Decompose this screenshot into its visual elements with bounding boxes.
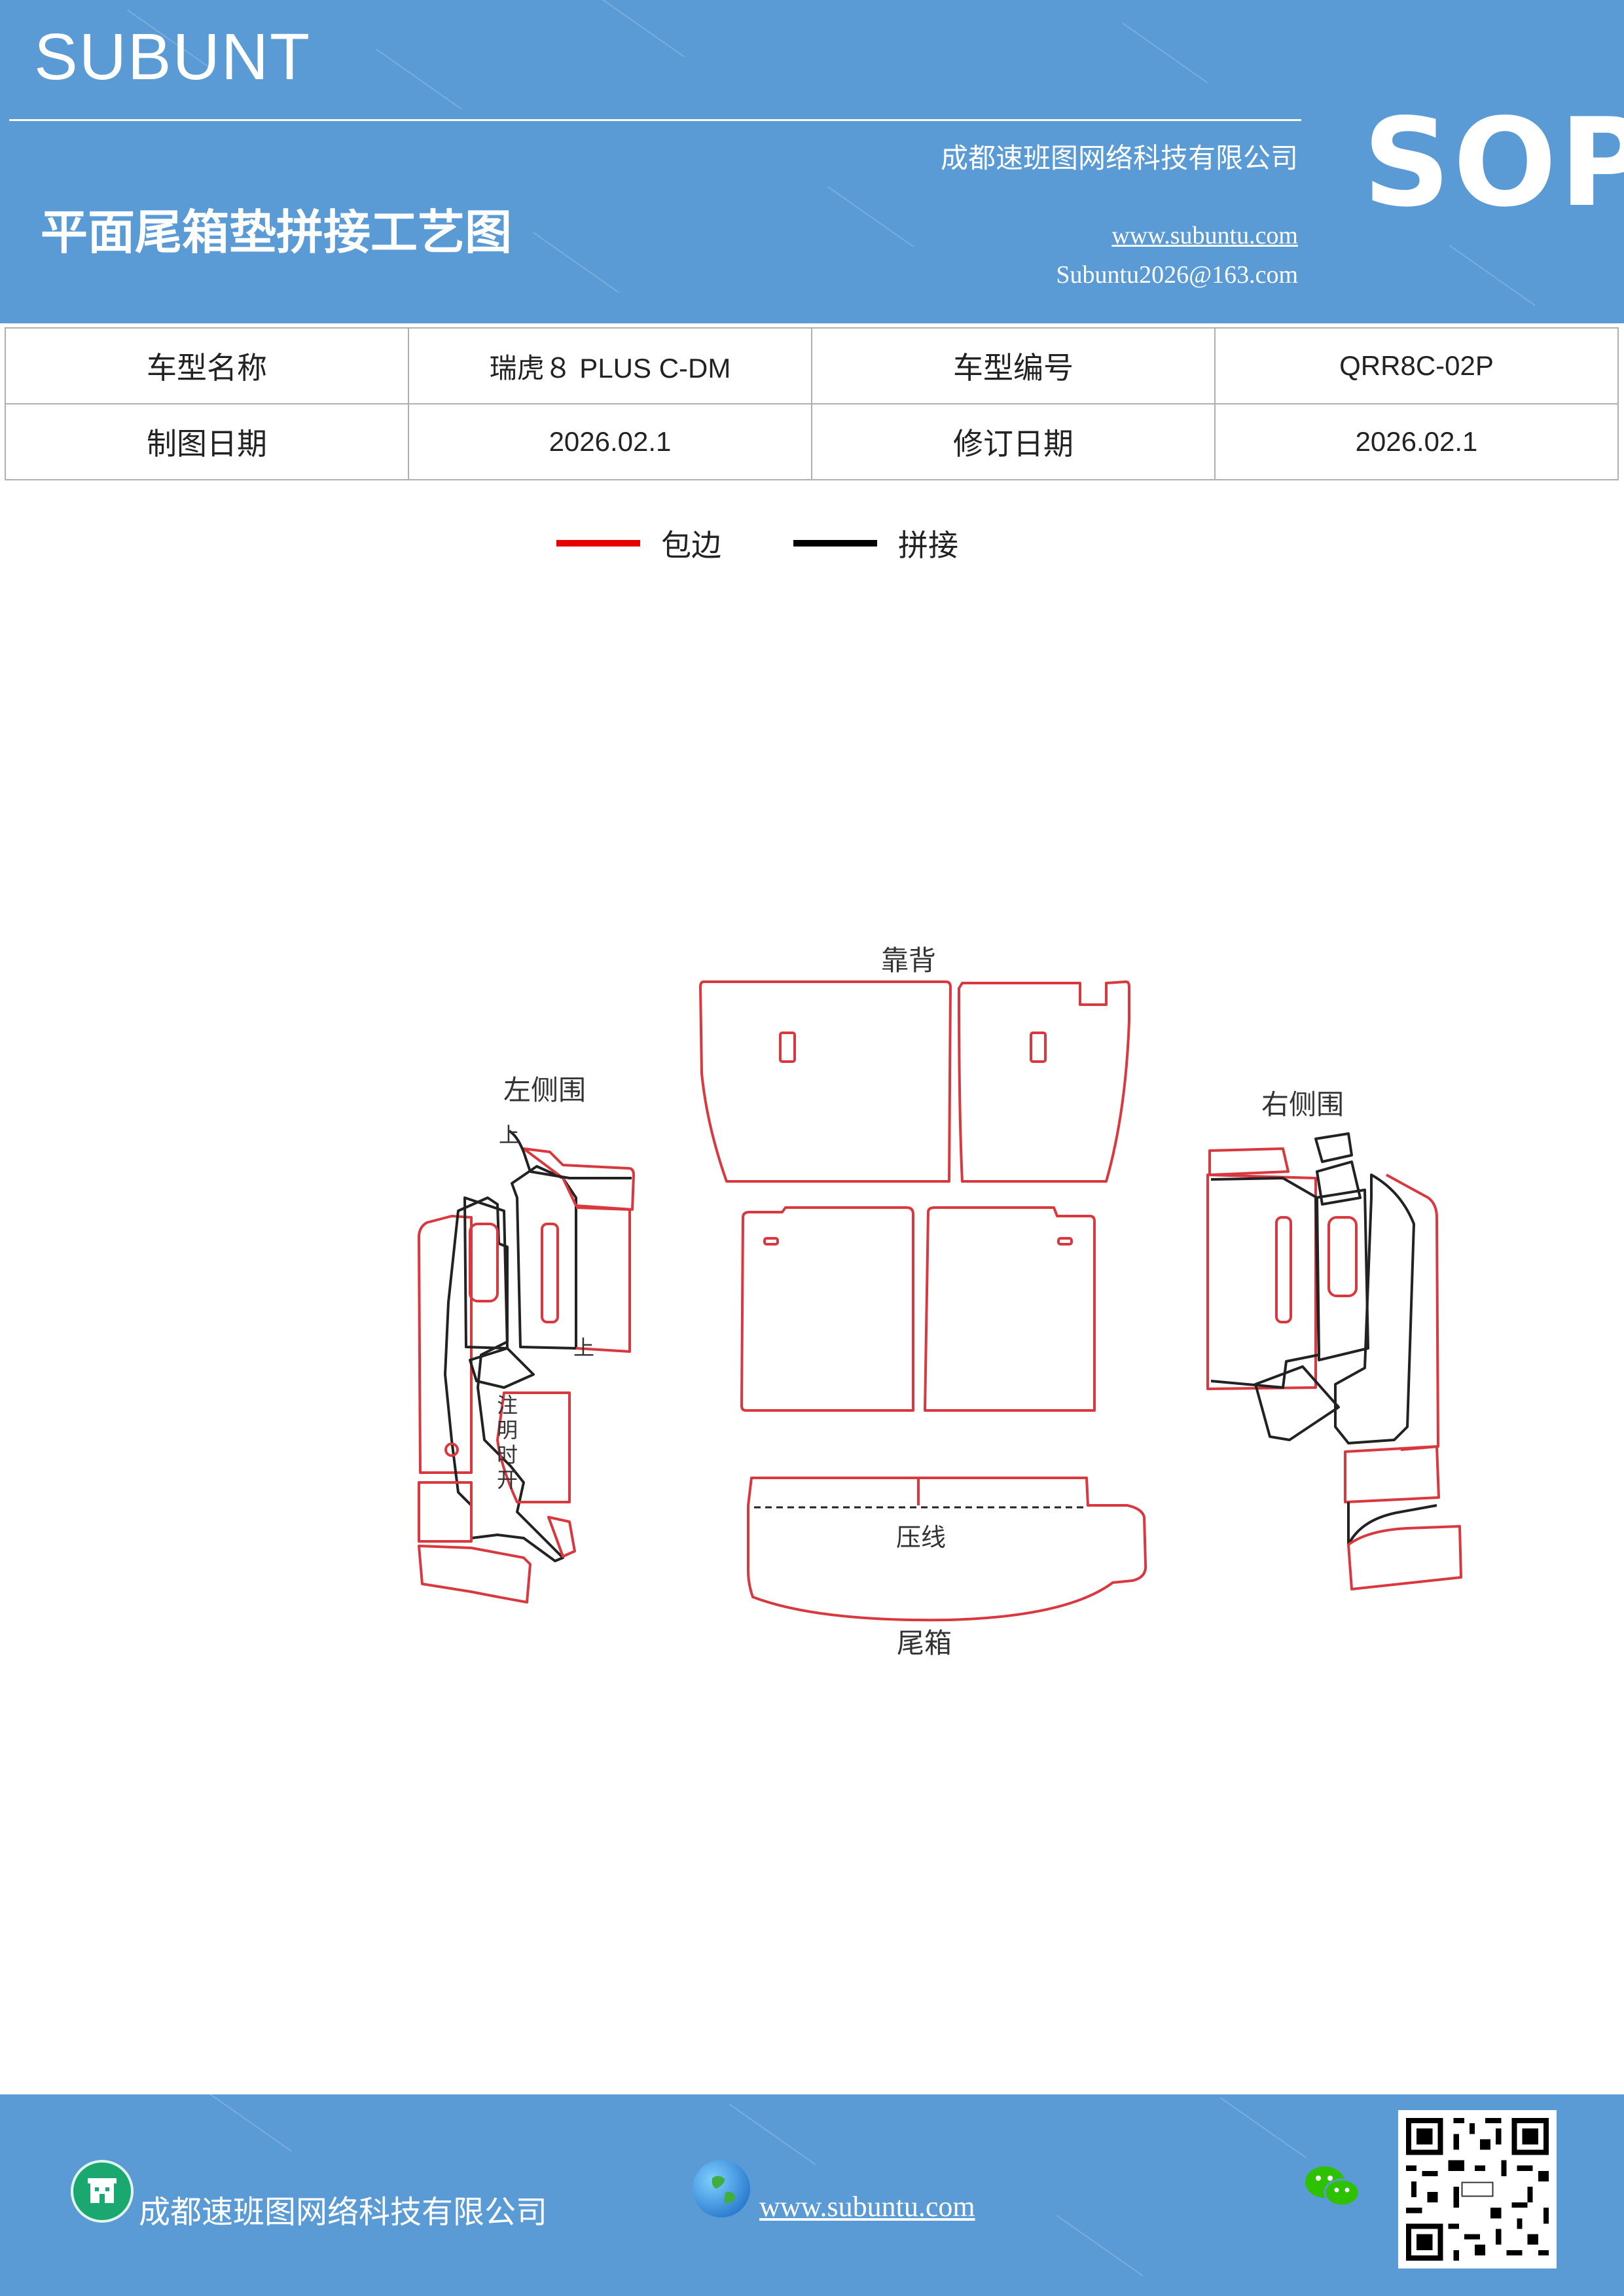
website-link[interactable]: www.subuntu.com [1111,222,1298,249]
label-up-bottom: 上 [573,1335,594,1360]
value-drawing-date: 2026.02.1 [408,403,812,480]
email-address[interactable]: Subuntu2026@163.com [1056,261,1298,289]
right-side-frame [1210,1177,1320,1389]
watermark [532,232,620,293]
trunk-mat-diagram: 靠背 左侧围 右侧围 尾箱 压线 上 上 注 明 时 开 [418,944,1462,1659]
table-row: 制图日期 2026.02.1 修订日期 2026.02.1 [5,403,1619,480]
label-revision-date: 修订日期 [811,403,1216,480]
label-up-top: 上 [499,1122,520,1147]
header-banner: SUBUNT SOP 成都速班图网络科技有限公司 平面尾箱垫拼接工艺图 www.… [0,0,1624,323]
footer-website-link[interactable]: www.subuntu.com [759,2191,975,2223]
label-crease: 压线 [896,1523,946,1552]
legend: 包边 拼接 [556,524,1030,563]
qr-code[interactable] [1398,2110,1557,2269]
label-model-code: 车型编号 [811,327,1216,404]
watermark [205,2094,293,2152]
right-side-top-clip [1314,1132,1353,1163]
legend-swatch-black [793,540,877,547]
right-side-window-slot [1327,1216,1358,1297]
note-char: 开 [497,1467,518,1492]
right-side-window-panel [1314,1189,1369,1361]
building-icon [71,2160,134,2223]
legend-label: 包边 [661,528,721,563]
left-side-upper-panel [511,1165,577,1350]
value-model-code: QRR8C-02P [1214,327,1619,404]
left-side-corner-clip [547,1516,576,1558]
left-side-bottom-strip [418,1481,473,1543]
left-side-window-slot [469,1223,499,1302]
value-revision-date: 2026.02.1 [1214,403,1619,480]
label-left-side: 左侧围 [503,1074,586,1106]
middle-left-panel [740,1206,914,1412]
label-drawing-date: 制图日期 [5,403,409,480]
trunk-panel [747,1477,1147,1622]
note-char: 时 [497,1443,518,1467]
header-divider [9,119,1301,121]
left-side-small-tab [469,1347,535,1389]
left-side-upper-slot [541,1223,559,1323]
left-side-top-inner [508,1130,632,1179]
label-right-side: 右侧围 [1261,1088,1344,1121]
left-side-foot [418,1545,532,1604]
legend-item-edge: 包边 [556,522,721,565]
backrest-left-panel [699,980,952,1183]
left-side-hole [444,1443,459,1457]
globe-icon [693,2160,750,2217]
watermark [1219,2097,1307,2159]
backrest-right-panel [958,980,1130,1183]
left-side-right-panel [575,1206,631,1353]
label-model-name: 车型名称 [5,327,409,404]
vehicle-info-table: 车型名称 瑞虎８ PLUS C-DM 车型编号 QRR8C-02P 制图日期 2… [5,327,1619,480]
watermark [827,186,914,247]
middle-left-notch [763,1237,779,1246]
backrest-left-slot [779,1031,796,1063]
backrest-right-slot [1030,1031,1047,1063]
right-side-outer-edge [1386,1174,1439,1451]
sop-label: SOP [1363,92,1624,234]
right-side-large-slot [1275,1216,1292,1323]
note-char: 注 [497,1393,518,1418]
watermark [598,0,685,58]
watermark [1121,22,1209,84]
legend-swatch-red [556,540,640,547]
footer-company-name: 成都速班图网络科技有限公司 [139,2194,548,2231]
label-trunk: 尾箱 [897,1627,952,1659]
value-model-name: 瑞虎８ PLUS C-DM [408,327,812,404]
watermark [729,2104,816,2165]
company-name: 成都速班图网络科技有限公司 [940,142,1298,174]
watermark [375,48,463,110]
middle-right-panel [924,1206,1096,1412]
footer-banner: 成都速班图网络科技有限公司 www.subuntu.com [0,2094,1624,2296]
right-side-large-panel [1206,1174,1317,1390]
watermark [1449,245,1536,306]
right-side-lower-block [1254,1365,1340,1441]
wechat-icon[interactable] [1303,2161,1363,2214]
page-title: 平面尾箱垫拼接工艺图 [41,205,513,260]
note-char: 明 [497,1418,518,1443]
legend-item-seam: 拼接 [793,522,958,565]
middle-right-notch [1057,1237,1073,1246]
left-side-outer-edge [418,1215,473,1474]
brand-name: SUBUNT [34,20,312,94]
right-side-curved-frame [1334,1174,1415,1444]
right-side-upper-clip [1316,1160,1362,1206]
right-side-bottom-strip [1344,1445,1440,1503]
right-side-foot [1347,1525,1462,1590]
label-backrest: 靠背 [881,944,936,977]
legend-label: 拼接 [898,528,958,563]
watermark [1056,2215,1144,2276]
left-side-lower-piece [496,1391,571,1503]
table-row: 车型名称 瑞虎８ PLUS C-DM 车型编号 QRR8C-02P [5,327,1619,404]
right-side-top-strip [1208,1147,1290,1176]
